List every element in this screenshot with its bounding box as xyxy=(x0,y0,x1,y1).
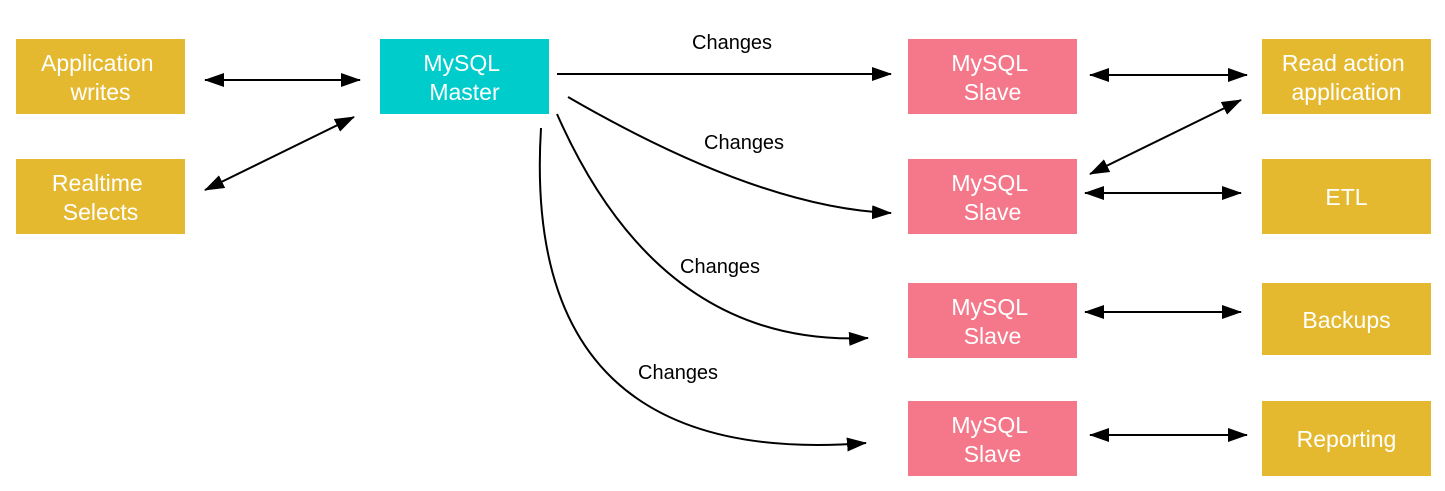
node-label-line: Reporting xyxy=(1297,426,1397,452)
node-label-line: Backups xyxy=(1302,307,1390,333)
node-label-line: Slave xyxy=(964,199,1022,225)
node-label-line: Realtime xyxy=(52,170,143,196)
node-realtime-selects: Realtime Selects xyxy=(16,159,185,234)
node-etl: ETL xyxy=(1262,159,1431,234)
edge-master-slave-3 xyxy=(556,113,869,346)
svg-text:MySQL Master: MySQL Master xyxy=(423,50,505,105)
node-label-line: Read action xyxy=(1282,50,1405,76)
node-box xyxy=(1262,39,1431,114)
edge-label-changes: Changes xyxy=(704,132,784,154)
node-backups: Backups xyxy=(1262,283,1431,355)
node-mysql-slave-3: MySQL Slave xyxy=(908,283,1077,358)
node-box xyxy=(908,39,1077,114)
node-box xyxy=(1262,159,1431,234)
node-label-line: MySQL xyxy=(951,50,1028,76)
node-label-line: MySQL xyxy=(951,170,1028,196)
edge-label-changes: Changes xyxy=(638,362,718,384)
node-label-line: application xyxy=(1292,79,1402,105)
node-label-line: Application xyxy=(41,50,154,76)
node-box xyxy=(908,159,1077,234)
node-label-line: MySQL xyxy=(423,50,500,76)
node-label-line: MySQL xyxy=(951,412,1028,438)
edge-realtime-selects-master xyxy=(204,116,355,191)
node-label-line: ETL xyxy=(1325,184,1367,210)
node-mysql-slave-1: MySQL Slave xyxy=(908,39,1077,114)
node-label-line: writes xyxy=(69,79,130,105)
node-box xyxy=(16,39,185,114)
node-box xyxy=(908,283,1077,358)
svg-text:MySQL Slave: MySQL Slave xyxy=(951,412,1033,467)
node-label-line: Slave xyxy=(964,441,1022,467)
node-mysql-slave-2: MySQL Slave xyxy=(908,159,1077,234)
edge-master-slave-2 xyxy=(567,96,892,220)
svg-text:ETL: ETL xyxy=(1325,184,1367,210)
svg-text:Application writes: Application writes xyxy=(41,50,160,105)
node-mysql-slave-4: MySQL Slave xyxy=(908,401,1077,476)
node-read-action-application: Read action application xyxy=(1262,39,1431,114)
node-box xyxy=(380,39,549,114)
node-label-line: MySQL xyxy=(951,294,1028,320)
node-application-writes: Application writes xyxy=(16,39,185,114)
node-box xyxy=(1262,401,1431,476)
node-label-line: Selects xyxy=(63,199,138,225)
node-box xyxy=(16,159,185,234)
svg-text:MySQL Slave: MySQL Slave xyxy=(951,294,1033,349)
edge-master-slave-4 xyxy=(538,127,867,452)
node-reporting: Reporting xyxy=(1262,401,1431,476)
svg-text:MySQL Slave: MySQL Slave xyxy=(951,50,1033,105)
svg-text:Realtime Selects: Realtime Selects xyxy=(52,170,149,225)
node-mysql-master: MySQL Master xyxy=(380,39,549,114)
node-label-line: Master xyxy=(429,79,500,105)
node-box xyxy=(908,401,1077,476)
svg-text:Reporting: Reporting xyxy=(1297,426,1397,452)
edge-label-changes: Changes xyxy=(692,32,772,54)
node-label-line: Slave xyxy=(964,323,1022,349)
edge-label-changes: Changes xyxy=(680,256,760,278)
svg-text:MySQL Slave: MySQL Slave xyxy=(951,170,1033,225)
node-label-line: Slave xyxy=(964,79,1022,105)
svg-text:Backups: Backups xyxy=(1302,307,1390,333)
svg-text:Read action application: Read action application xyxy=(1282,50,1411,105)
node-box xyxy=(1262,283,1431,355)
edge-slave-2-read-action xyxy=(1089,99,1242,175)
